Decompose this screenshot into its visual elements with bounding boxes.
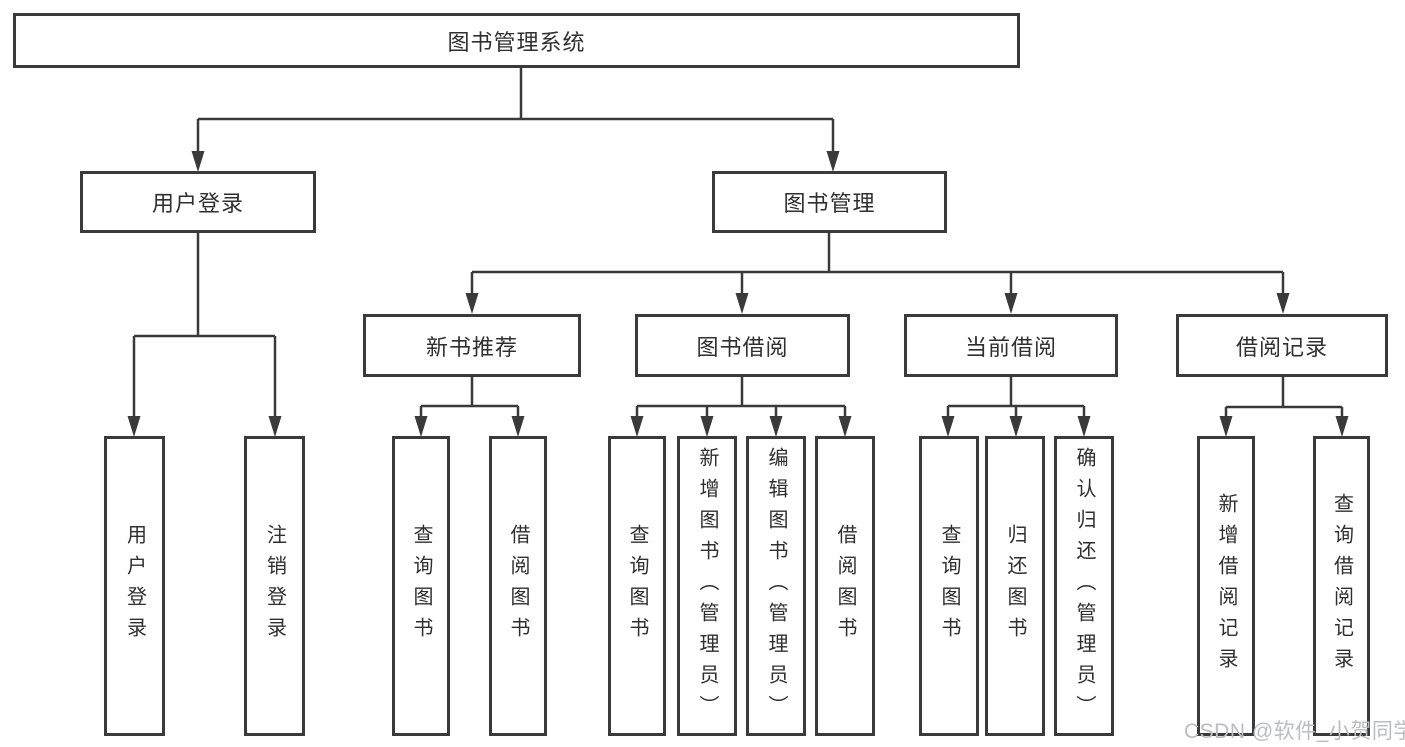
node-label: 编辑图书（管理员） bbox=[765, 446, 787, 726]
leaf-add-books-admin: 新增图书（管理员） bbox=[677, 436, 737, 736]
node-label: 查询借阅记录 bbox=[1330, 493, 1353, 679]
arrowheads bbox=[127, 151, 1349, 437]
node-user-login: 用户登录 bbox=[80, 171, 316, 233]
connector-root-to-level2 bbox=[196, 68, 835, 155]
leaf-confirm-return-admin: 确认归还（管理员） bbox=[1054, 436, 1114, 736]
node-label: 确认归还（管理员） bbox=[1073, 446, 1095, 726]
connector-userlogin-children bbox=[132, 233, 277, 420]
node-book-borrowing: 图书借阅 bbox=[635, 314, 850, 377]
node-label: 图书管理 bbox=[783, 191, 876, 216]
node-label: 当前借阅 bbox=[964, 334, 1057, 360]
leaf-return-books: 归还图书 bbox=[985, 436, 1045, 736]
node-book-management: 图书管理 bbox=[712, 171, 947, 233]
node-label: 归还图书 bbox=[1004, 524, 1026, 648]
node-label: 新增图书（管理员） bbox=[696, 446, 718, 726]
node-current-borrowing: 当前借阅 bbox=[904, 314, 1118, 377]
node-label: 图书管理系统 bbox=[447, 29, 586, 55]
leaf-query-books: 查询图书 bbox=[608, 436, 666, 736]
connector-current-children bbox=[946, 377, 1086, 420]
node-label: 借阅图书 bbox=[507, 524, 529, 648]
leaf-user-login: 用户登录 bbox=[104, 436, 165, 736]
node-label: 注销登录 bbox=[263, 524, 286, 648]
watermark: CSDN @软件_小贺同学 bbox=[1184, 720, 1405, 743]
node-label: 用户登录 bbox=[123, 524, 146, 648]
connector-borrow-children bbox=[635, 377, 847, 420]
node-label: 图书借阅 bbox=[696, 334, 789, 360]
leaf-borrow-books: 借阅图书 bbox=[815, 436, 875, 736]
node-library-management-system: 图书管理系统 bbox=[13, 13, 1020, 68]
node-label: 查询图书 bbox=[938, 524, 960, 648]
leaf-borrow-books: 借阅图书 bbox=[489, 436, 547, 736]
connector-bookmgmt-children bbox=[470, 233, 1285, 297]
connector-records-children bbox=[1224, 377, 1344, 420]
node-borrow-records: 借阅记录 bbox=[1176, 314, 1388, 377]
leaf-query-borrow-record: 查询借阅记录 bbox=[1313, 436, 1370, 736]
node-label: 新增借阅记录 bbox=[1215, 493, 1237, 679]
node-label: 借阅记录 bbox=[1235, 334, 1328, 360]
node-label: 借阅图书 bbox=[834, 524, 856, 648]
leaf-query-books: 查询图书 bbox=[392, 436, 450, 736]
node-new-book-recommendation: 新书推荐 bbox=[363, 314, 581, 377]
node-label: 用户登录 bbox=[151, 191, 244, 216]
node-label: 查询图书 bbox=[626, 524, 648, 648]
leaf-add-borrow-record: 新增借阅记录 bbox=[1197, 436, 1255, 736]
leaf-query-books: 查询图书 bbox=[919, 436, 979, 736]
node-label: 新书推荐 bbox=[425, 334, 518, 360]
leaf-edit-books-admin: 编辑图书（管理员） bbox=[746, 436, 806, 736]
connector-newbook-children bbox=[419, 377, 520, 420]
node-label: 查询图书 bbox=[410, 524, 432, 648]
leaf-logout: 注销登录 bbox=[244, 436, 305, 736]
